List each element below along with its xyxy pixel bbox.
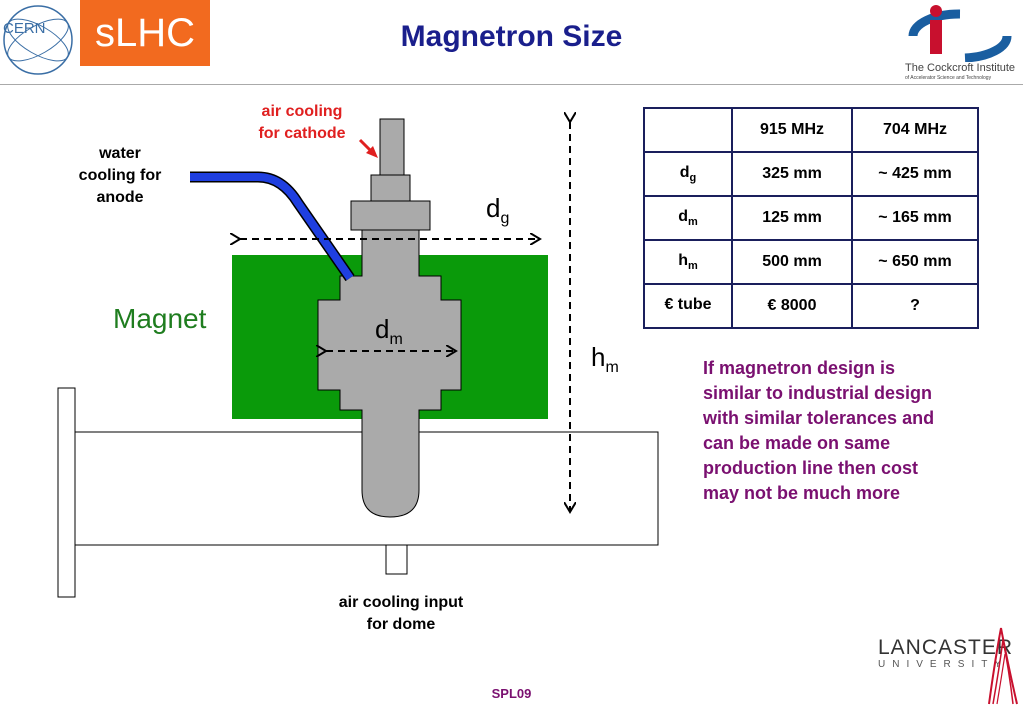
table-cell: ? (851, 283, 979, 329)
air-cooling-dome-line-1: air cooling input (338, 594, 464, 611)
tube-neck (370, 174, 411, 202)
magnetron-diagram (57, 0, 659, 598)
cern-logo (3, 5, 73, 75)
water-cooling-line-1: water (99, 145, 141, 162)
dg-label-main: d (486, 193, 501, 223)
dm-label-sub: m (389, 331, 403, 349)
air-cooling-cathode-line-1: air cooling (261, 103, 343, 120)
header-divider (0, 84, 1023, 85)
hm-label-sub: m (605, 359, 619, 377)
cockcroft-logo (908, 5, 1012, 62)
table-row: hm 500 mm ~ 650 mm (643, 239, 979, 285)
magnetron-size-table: 915 MHz 704 MHz dg 325 mm ~ 425 mm dm 12… (643, 107, 979, 329)
tube-flange (350, 200, 431, 231)
air-cooling-dome-label: air cooling input for dome (320, 592, 482, 636)
table-cell: 500 mm (731, 239, 853, 285)
table-header-cell: 704 MHz (851, 107, 979, 153)
water-cooling-line-2: cooling for (78, 167, 162, 184)
air-cooling-cathode-line-2: for cathode (258, 125, 346, 142)
dg-label-sub: g (500, 210, 510, 228)
row-label-sub: m (688, 216, 698, 229)
table-cell: ~ 650 mm (851, 239, 979, 285)
page-title: Magnetron Size (400, 20, 623, 53)
row-label-main: d (679, 163, 690, 181)
table-row-label: dm (643, 195, 733, 241)
row-label-main: € tube (664, 295, 712, 313)
table-cell: ~ 165 mm (851, 195, 979, 241)
waveguide-flange (57, 387, 76, 598)
table-row-label: € tube (643, 283, 733, 329)
row-label-sub: g (689, 172, 697, 185)
footer-label: SPL09 (491, 686, 532, 701)
table-row: dg 325 mm ~ 425 mm (643, 151, 979, 197)
cern-label: CERN (3, 20, 46, 37)
row-label-sub: m (688, 260, 698, 273)
note-line: If magnetron design is (703, 358, 896, 378)
table-header-cell (643, 107, 733, 153)
lancaster-university: UNIVERSITY (878, 659, 1009, 670)
cockcroft-sublabel: of Accelerator Science and Technology (905, 75, 992, 81)
water-cooling-line-3: anode (96, 189, 144, 206)
hm-label: hm (591, 342, 619, 377)
note-line: with similar tolerances and (703, 408, 935, 428)
table-cell: ~ 425 mm (851, 151, 979, 197)
lancaster-rose-icon (988, 627, 1018, 705)
table-row: dm 125 mm ~ 165 mm (643, 195, 979, 241)
cockcroft-label: The Cockcroft Institute (905, 62, 1016, 74)
table-row-label: hm (643, 239, 733, 285)
row-label-main: h (678, 251, 688, 269)
lancaster-name: LANCASTER (878, 636, 1014, 659)
table-header-row: 915 MHz 704 MHz (643, 107, 979, 153)
hm-label-main: h (591, 342, 606, 372)
air-cooling-cathode-label: air cooling for cathode (240, 101, 364, 145)
dm-label-main: d (375, 314, 390, 344)
table-row-label: dg (643, 151, 733, 197)
dm-label: dm (375, 314, 403, 349)
dome-air-inlet (385, 544, 408, 575)
table-row: € tube € 8000 ? (643, 283, 979, 329)
table-cell: 325 mm (731, 151, 853, 197)
note-line: production line then cost (703, 458, 918, 478)
dg-label: dg (486, 193, 509, 228)
note-line: similar to industrial design (703, 383, 933, 403)
magnet-label: Magnet (113, 303, 207, 334)
cathode-stem (379, 118, 405, 176)
cost-note: If magnetron design is similar to indust… (703, 356, 993, 506)
note-line: can be made on same (703, 433, 891, 453)
magnetron-tube (317, 229, 462, 518)
note-line: may not be much more (703, 483, 901, 503)
table-cell: € 8000 (731, 283, 853, 329)
air-cooling-dome-line-2: for dome (366, 616, 436, 633)
row-label-main: d (678, 207, 688, 225)
water-cooling-label: water cooling for anode (60, 143, 180, 209)
slhc-badge: sLHC (80, 0, 210, 66)
table-cell: 125 mm (731, 195, 853, 241)
table-header-cell: 915 MHz (731, 107, 853, 153)
